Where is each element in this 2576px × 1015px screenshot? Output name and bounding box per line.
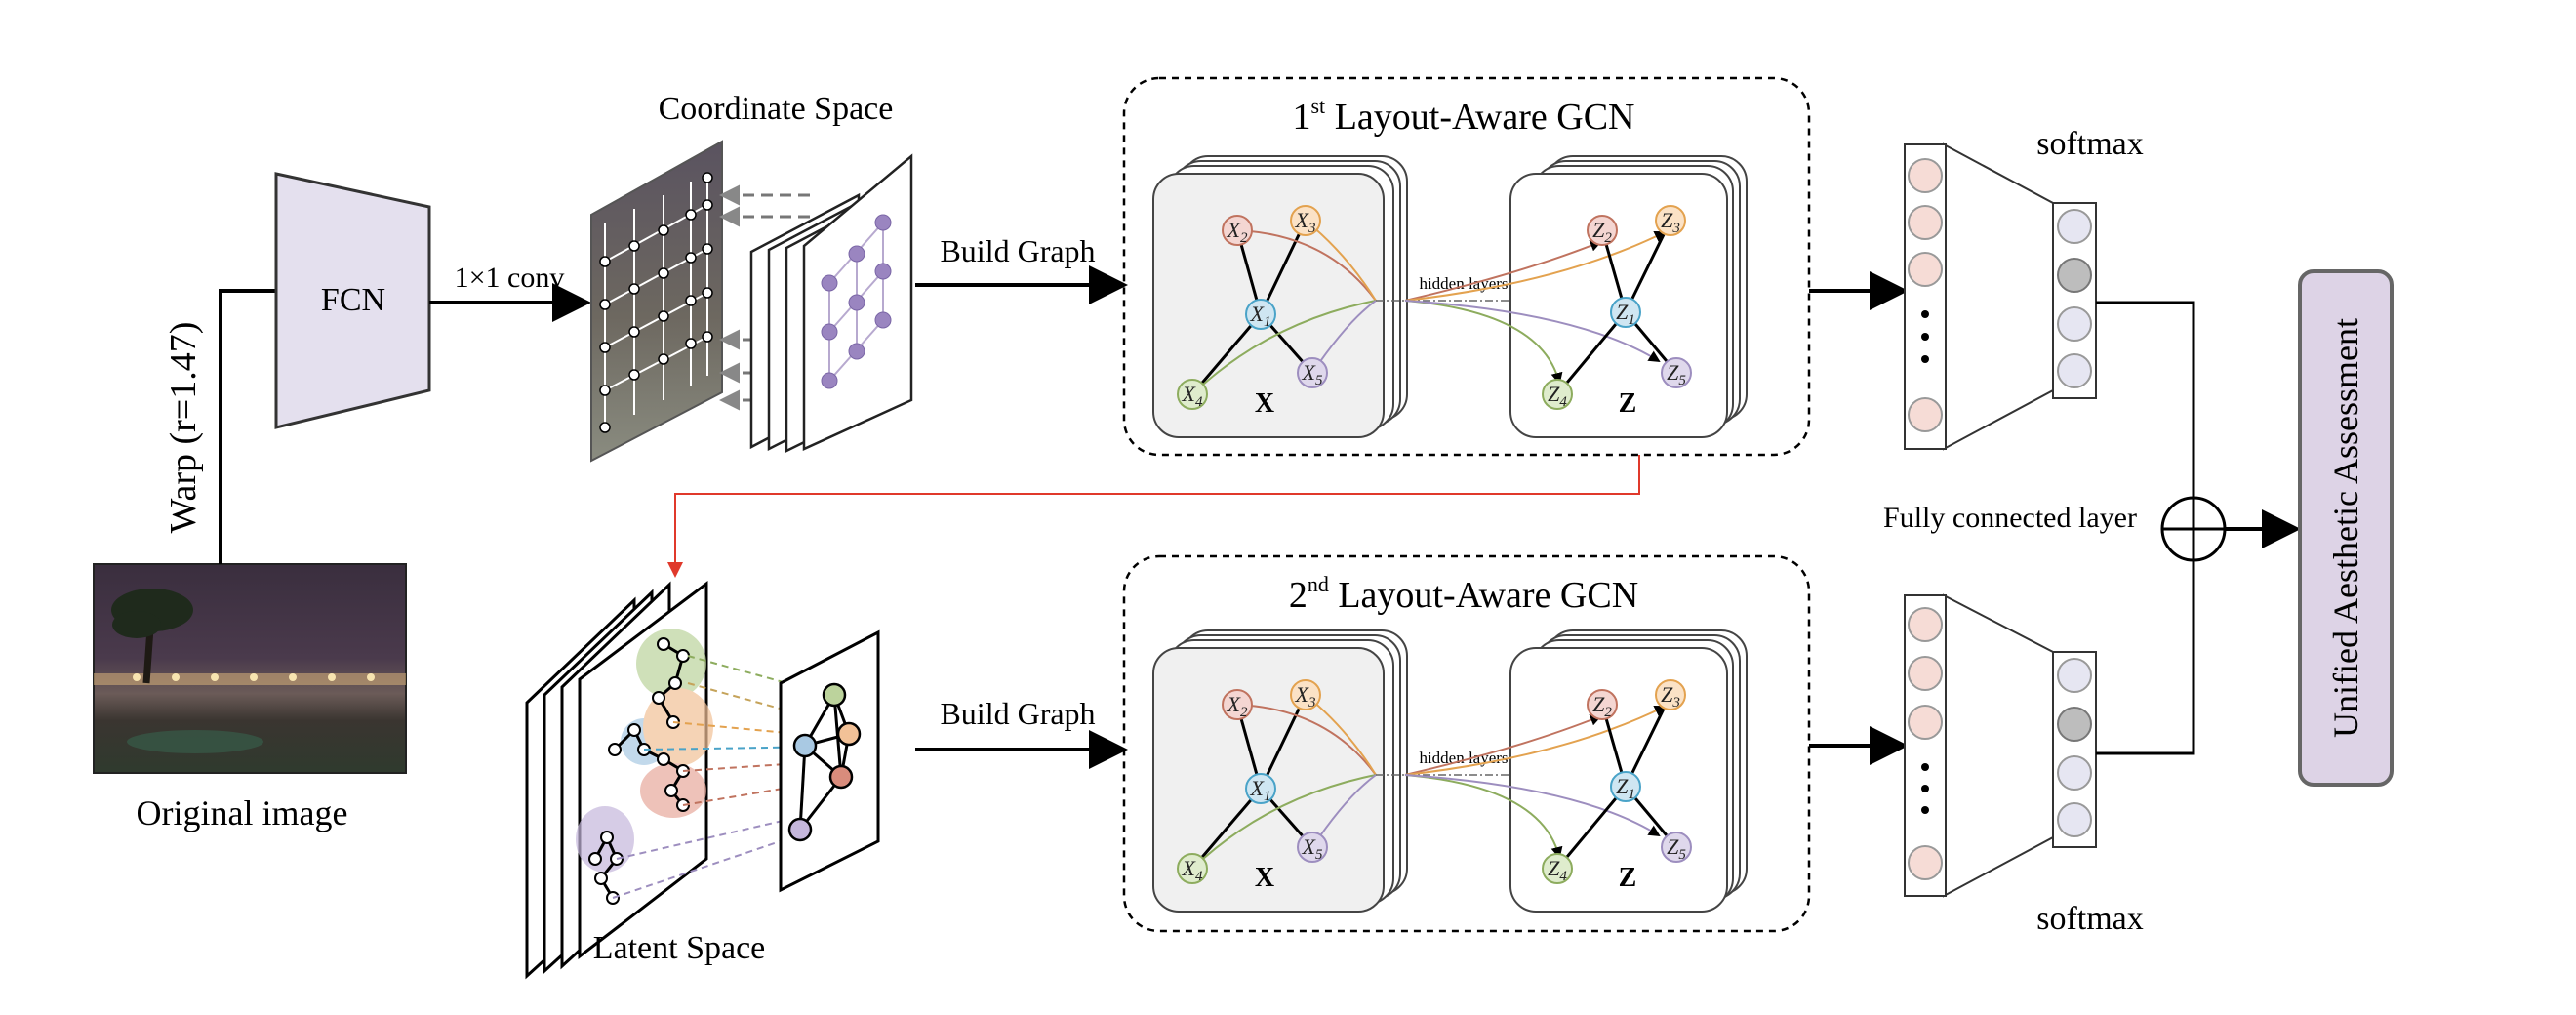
gcn2-node-z5: Z5	[1667, 834, 1686, 863]
coordinate-space-label: Coordinate Space	[659, 91, 894, 127]
coordinate-node-planes	[749, 153, 913, 454]
build-graph-bottom-label: Build Graph	[940, 696, 1095, 731]
gcn2-node-x4: X4	[1182, 856, 1203, 884]
gcn1-node-x2: X2	[1227, 218, 1248, 246]
gcn2-x-graph: X1 X2 X3 X4 X5 X	[1177, 679, 1377, 893]
fc-bottom	[1904, 593, 2097, 898]
gcn2-node-x1: X1	[1250, 776, 1271, 804]
gcn1-node-z2: Z2	[1592, 218, 1612, 246]
gcn2-node-z3: Z3	[1661, 682, 1680, 710]
fcn-block	[274, 172, 431, 429]
softmax-bottom-label: softmax	[2036, 901, 2144, 937]
gcn2-title: 2nd Layout-Aware GCN	[1289, 572, 1638, 616]
fully-connected-label: Fully connected layer	[1883, 502, 2137, 534]
gcn2-node-x5: X5	[1302, 834, 1323, 863]
softmax-top-label: softmax	[2036, 126, 2144, 162]
gcn2-node-x3: X3	[1295, 682, 1316, 710]
gcn2-node-x2: X2	[1227, 692, 1248, 720]
gcn1-title: 1st Layout-Aware GCN	[1293, 94, 1635, 138]
gcn2-node-z4: Z4	[1548, 856, 1567, 884]
gcn1-node-z3: Z3	[1661, 208, 1680, 236]
unified-assessment-label: Unified Aesthetic Assessment	[2326, 318, 2365, 738]
gcn1-node-x4: X4	[1182, 382, 1203, 410]
unified-assessment-box	[2298, 269, 2394, 787]
gcn1-node-x1: X1	[1250, 302, 1271, 330]
warp-connector	[219, 289, 276, 564]
gcn1-z-label: Z	[1619, 388, 1637, 419]
build-graph-top-label: Build Graph	[940, 233, 1095, 268]
gcn1-node-z4: Z4	[1548, 382, 1567, 410]
gcn1-node-z5: Z5	[1667, 360, 1686, 388]
sum-icon	[2160, 496, 2227, 562]
gcn2-z-graph: Z1 Z2 Z3 Z4 Z5 Z	[1404, 679, 1692, 893]
gcn1-x-graph: X1 X2 X3 X4 X5 X	[1177, 205, 1377, 419]
latent-node-plane	[779, 629, 880, 893]
gcn1-z-graph: Z1 Z2 Z3 Z4 Z5 Z	[1404, 205, 1692, 419]
gcn1-x-label: X	[1255, 388, 1274, 419]
original-image	[93, 563, 407, 774]
original-image-label: Original image	[137, 793, 348, 832]
gcn1-node-x5: X5	[1302, 360, 1323, 388]
feedback-red-connector	[667, 455, 1640, 578]
gcn1-node-z1: Z1	[1616, 300, 1635, 328]
fcn-label: FCN	[321, 282, 385, 318]
latent-space-label: Latent Space	[593, 930, 766, 966]
fusion-connectors	[2096, 301, 2195, 755]
gcn2-x-label: X	[1255, 863, 1274, 893]
gcn1-node-x3: X3	[1295, 208, 1316, 236]
gcn2-node-z1: Z1	[1616, 774, 1635, 802]
fc-top	[1904, 142, 2097, 451]
gcn2-container	[1122, 554, 1811, 933]
coordinate-feature-plane	[590, 140, 723, 463]
latent-subgraphs	[588, 637, 690, 905]
conv-label: 1×1 conv	[455, 262, 565, 294]
gcn1-container	[1122, 76, 1811, 457]
warp-label: Warp (r=1.47)	[163, 322, 204, 534]
coordinate-node-grid	[821, 214, 892, 389]
gcn2-node-z2: Z2	[1592, 692, 1612, 720]
gcn2-z-label: Z	[1619, 863, 1637, 893]
